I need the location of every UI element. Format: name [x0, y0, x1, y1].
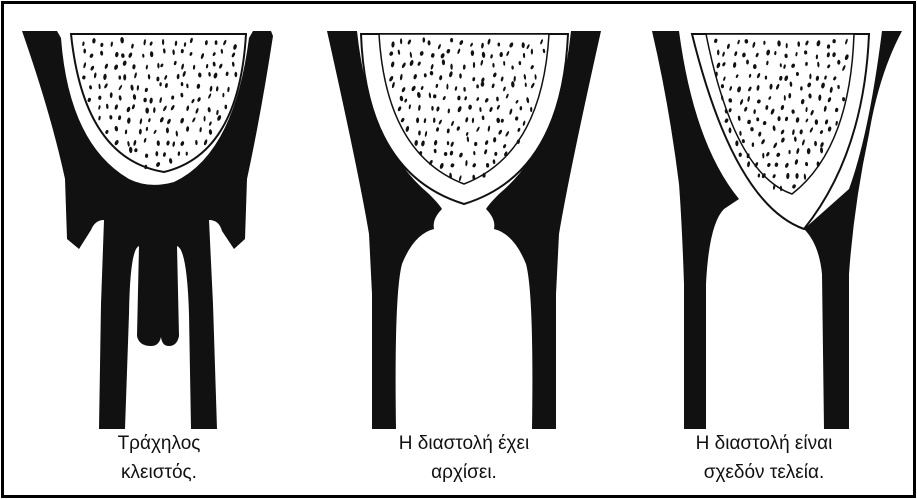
speckle-dot [471, 50, 474, 56]
speckle-dot [162, 39, 164, 45]
stage-closed-cervix: Τράχηλος κλειστός. [9, 4, 309, 495]
stage-closed-cervix-caption: Τράχηλος κλειστός. [9, 429, 309, 487]
stage-dilation-almost-complete: Η διαστολή είναι σχεδόν τελεία. [614, 4, 914, 495]
caption-line: Η διαστολή είναι [614, 429, 914, 458]
speckle-dot [450, 38, 453, 42]
stage-dilation-started-caption: Η διαστολή έχει αρχίσει. [314, 429, 614, 487]
stage-closed-cervix-illustration [9, 4, 309, 434]
speckle-dot [225, 105, 228, 110]
caption-line: σχεδόν τελεία. [614, 458, 914, 487]
stage-dilation-started-illustration [314, 4, 614, 434]
speckle-dot [473, 62, 475, 68]
stage-dilation-started: Η διαστολή έχει αρχίσει. [314, 4, 614, 495]
stage-dilation-almost-complete-caption: Η διαστολή είναι σχεδόν τελεία. [614, 429, 914, 487]
speckle-dot [530, 107, 532, 112]
speckle-dot [531, 49, 533, 55]
speckle-dot [423, 37, 426, 42]
speckle-dot [498, 43, 501, 47]
caption-line: Τράχηλος [9, 429, 309, 458]
caption-line: κλειστός. [9, 458, 309, 487]
speckle-dot [753, 64, 757, 69]
speckle-dot [735, 140, 738, 146]
caption-line: αρχίσει. [314, 458, 614, 487]
caption-line: Η διαστολή έχει [314, 429, 614, 458]
stage-dilation-almost-complete-illustration [614, 4, 914, 434]
